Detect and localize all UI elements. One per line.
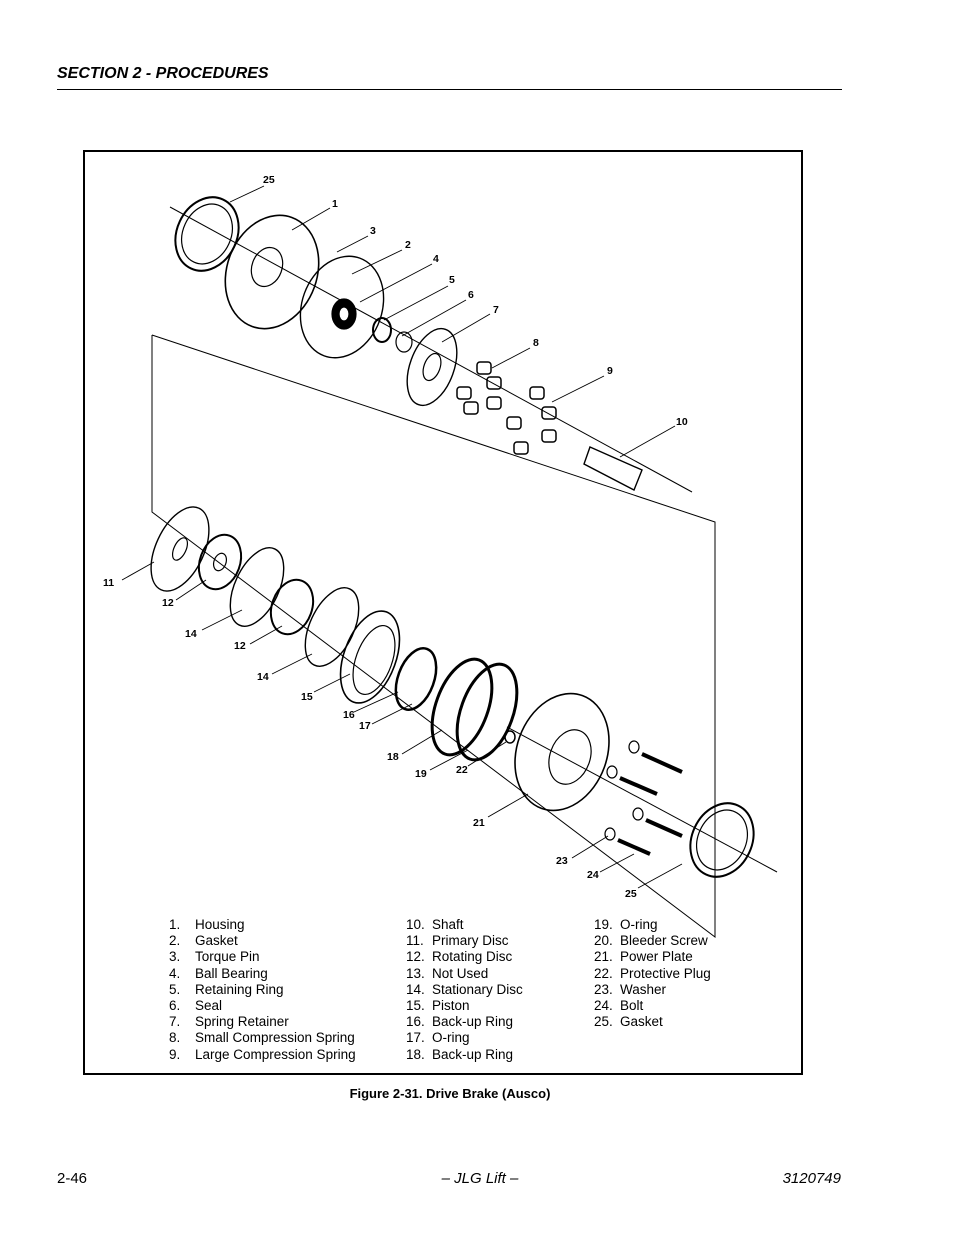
callout-label: 14 [185, 628, 197, 640]
callout-label: 12 [162, 597, 174, 609]
legend-item: 21.Power Plate [594, 949, 693, 965]
callout-label: 12 [234, 640, 246, 652]
callout-label: 19 [415, 768, 427, 780]
legend-item: 15.Piston [406, 997, 470, 1013]
callout-label: 7 [493, 304, 499, 316]
legend-item: 22.Protective Plug [594, 965, 711, 981]
legend-item: 6.Seal [169, 997, 223, 1013]
legend-item: 11.Primary Disc [406, 933, 509, 949]
legend-item: 25.Gasket [594, 1014, 663, 1030]
legend-item: 24.Bolt [594, 997, 644, 1013]
section-title: SECTION 2 - PROCEDURES [57, 65, 269, 82]
callout-label: 11 [103, 577, 114, 589]
legend-item: 4.Ball Bearing [169, 965, 268, 981]
callout-label: 21 [473, 817, 485, 829]
legend-item: 12.Rotating Disc [406, 949, 513, 965]
footer-publisher: – JLG Lift – [441, 1170, 519, 1187]
callout-label: 10 [676, 416, 688, 428]
exploded-view-drawing: 25 1 3 2 4 5 6 7 8 9 10 11 12 14 12 14 1… [103, 174, 778, 939]
figure-frame: 25 1 3 2 4 5 6 7 8 9 10 11 12 14 12 14 1… [83, 150, 803, 1075]
callout-label: 22 [456, 764, 468, 776]
legend-item: 13.Not Used [406, 965, 489, 981]
callout-label: 9 [607, 365, 613, 377]
callout-label: 23 [556, 855, 568, 867]
callout-label: 16 [343, 709, 355, 721]
legend-item: 1.Housing [169, 917, 245, 932]
legend-item: 17.O-ring [406, 1030, 470, 1046]
legend-item: 2.Gasket [169, 933, 238, 949]
callout-label: 25 [625, 888, 637, 900]
legend-item: 5.Retaining Ring [169, 981, 284, 997]
callout-label: 1 [332, 198, 338, 210]
legend-item: 16.Back-up Ring [406, 1014, 514, 1030]
legend-item: 18.Back-up Ring [406, 1046, 514, 1062]
legend-item: 8.Small Compression Spring [169, 1030, 355, 1046]
callout-label: 2 [405, 239, 411, 251]
callout-label: 17 [359, 720, 371, 732]
legend-item: 23.Washer [594, 981, 667, 997]
document-number: 3120749 [782, 1170, 841, 1187]
callout-label: 25 [263, 174, 275, 186]
legend-item: 9.Large Compression Spring [169, 1046, 356, 1062]
legend-column-2: 10.Shaft 11.Primary Disc 12.Rotating Dis… [406, 917, 523, 1063]
callout-label: 14 [257, 671, 269, 683]
legend-item: 19.O-ring [594, 917, 658, 932]
callout-label: 5 [449, 274, 455, 286]
legend-item: 10.Shaft [406, 917, 464, 932]
legend-item: 14.Stationary Disc [406, 981, 523, 997]
callout-label: 6 [468, 289, 474, 301]
callout-label: 8 [533, 337, 539, 349]
page-number: 2-46 [57, 1170, 88, 1187]
callout-label: 15 [301, 691, 313, 703]
callout-label: 18 [387, 751, 399, 763]
legend-item: 7.Spring Retainer [169, 1014, 289, 1030]
legend-item: 3.Torque Pin [169, 949, 260, 965]
callout-label: 3 [370, 225, 376, 237]
header-rule [57, 89, 842, 90]
figure-caption: Figure 2-31. Drive Brake (Ausco) [349, 1086, 551, 1101]
legend-column-3: 19.O-ring 20.Bleeder Screw 21.Power Plat… [594, 917, 711, 1030]
legend-column-1: 1.Housing 2.Gasket 3.Torque Pin 4.Ball B… [169, 917, 356, 1063]
callout-label: 4 [433, 253, 439, 265]
callout-label: 24 [587, 869, 599, 881]
legend-item: 20.Bleeder Screw [594, 933, 708, 949]
